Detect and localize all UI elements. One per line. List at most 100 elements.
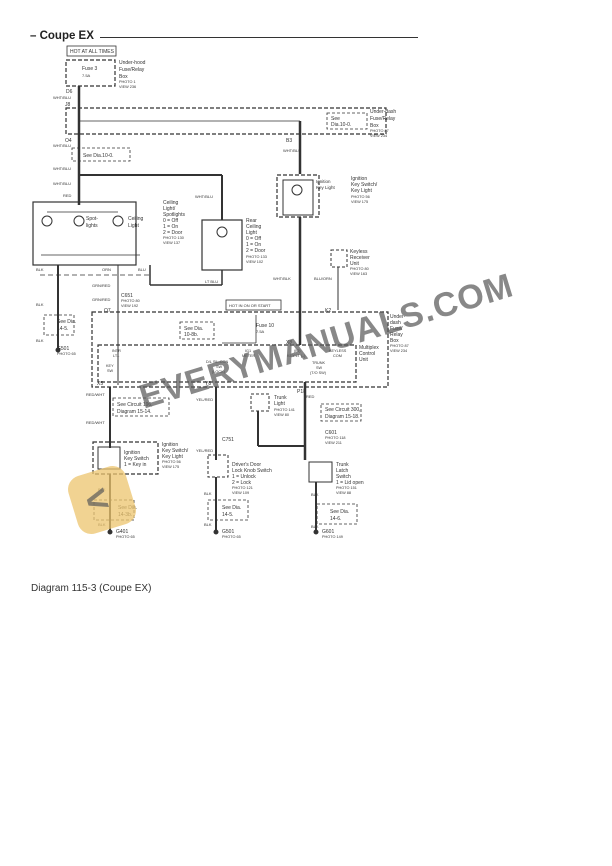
title-rule	[100, 37, 418, 38]
underhood-fuse-box	[65, 59, 116, 87]
svg-text:Fuse/Relay: Fuse/Relay	[370, 116, 396, 122]
svg-text:BLK: BLK	[204, 522, 212, 527]
svg-text:0 = Off: 0 = Off	[163, 218, 179, 224]
svg-text:SW: SW	[316, 366, 323, 370]
svg-text:PHOTO 56: PHOTO 56	[351, 195, 370, 199]
svg-text:PHOTO 121: PHOTO 121	[232, 486, 253, 490]
svg-text:WHT/BLU: WHT/BLU	[53, 166, 71, 171]
svg-text:Unit: Unit	[359, 357, 369, 363]
svg-text:Under-hood: Under-hood	[119, 60, 146, 66]
svg-text:See Circuit 300,: See Circuit 300,	[325, 407, 361, 413]
svg-text:INTR: INTR	[112, 349, 121, 353]
svg-text:Spot-: Spot-	[86, 216, 98, 222]
svg-text:RED: RED	[306, 394, 315, 399]
svg-text:LT–: LT–	[113, 354, 120, 358]
svg-text:VIEW 236: VIEW 236	[119, 85, 136, 89]
svg-text:VIEW 175: VIEW 175	[351, 200, 368, 204]
svg-text:14-5.: 14-5.	[222, 512, 233, 518]
svg-text:See Circuit 196,: See Circuit 196,	[117, 402, 153, 408]
svg-text:Receiver: Receiver	[350, 255, 370, 261]
svg-text:Y8: Y8	[205, 381, 211, 387]
svg-text:Ignition: Ignition	[351, 176, 367, 182]
svg-text:G401: G401	[116, 529, 128, 535]
svg-text:VIEW 80: VIEW 80	[274, 413, 289, 417]
svg-text:Light/: Light/	[163, 206, 176, 212]
svg-text:D6: D6	[66, 89, 73, 95]
svg-text:See Dia.10-0.: See Dia.10-0.	[83, 153, 114, 159]
svg-text:D/L SIL-CON: D/L SIL-CON	[206, 360, 228, 364]
svg-text:BLK: BLK	[36, 338, 44, 343]
svg-text:PHOTO 130: PHOTO 130	[163, 236, 184, 240]
svg-text:VIEW 234: VIEW 234	[370, 134, 387, 138]
svg-text:O4: O4	[65, 138, 72, 144]
svg-text:PHOTO 87: PHOTO 87	[390, 344, 409, 348]
svg-text:PHOTO 149: PHOTO 149	[322, 535, 343, 539]
svg-text:7.5A: 7.5A	[256, 329, 265, 334]
svg-text:PHOTO 80: PHOTO 80	[350, 267, 369, 271]
svg-text:KEY LT (–): KEY LT (–)	[287, 354, 306, 358]
svg-text:Fuse/Relay: Fuse/Relay	[119, 67, 145, 73]
svg-text:ORN: ORN	[102, 267, 111, 272]
svg-text:VIEW 163: VIEW 163	[350, 272, 367, 276]
svg-text:Ignition: Ignition	[162, 442, 178, 448]
svg-text:BLK: BLK	[36, 267, 44, 272]
svg-text:Box: Box	[119, 74, 128, 80]
svg-text:PHOTO 141: PHOTO 141	[274, 408, 295, 412]
svg-text:Driver's Door: Driver's Door	[232, 462, 261, 468]
svg-text:RED: RED	[63, 193, 72, 198]
svg-text:B3: B3	[286, 138, 292, 144]
svg-text:dash: dash	[390, 320, 401, 326]
svg-text:Fuse/: Fuse/	[390, 326, 403, 332]
svg-text:Diagram 15-14.: Diagram 15-14.	[117, 409, 151, 415]
svg-text:C751: C751	[222, 437, 234, 443]
svg-text:PHOTO 118: PHOTO 118	[325, 436, 346, 440]
svg-text:Key Switch/: Key Switch/	[351, 182, 378, 188]
svg-text:See Dia.: See Dia.	[222, 505, 241, 511]
svg-text:Diagram 15-18.: Diagram 15-18.	[325, 414, 359, 420]
svg-text:7.5A: 7.5A	[82, 73, 91, 78]
svg-text:BLK: BLK	[311, 524, 319, 529]
svg-text:(IG): (IG)	[294, 349, 301, 353]
svg-text:Multiplex: Multiplex	[359, 345, 379, 351]
svg-text:VIEW 234: VIEW 234	[390, 349, 407, 353]
svg-text:Dia.10-0.: Dia.10-0.	[331, 122, 351, 128]
svg-text:PHOTO 1: PHOTO 1	[119, 80, 136, 84]
svg-text:1 = Unlock: 1 = Unlock	[232, 474, 256, 480]
svg-text:2 = Door: 2 = Door	[163, 230, 183, 236]
svg-text:METER: METER	[242, 354, 256, 358]
svg-text:P18: P18	[297, 389, 306, 395]
hot-at-all-times-box	[66, 45, 117, 57]
page-title: – Coupe EX	[30, 30, 94, 42]
svg-text:PHOTO 65: PHOTO 65	[116, 535, 135, 539]
svg-text:2 = Lock: 2 = Lock	[232, 480, 252, 486]
svg-text:C601: C601	[325, 430, 337, 436]
svg-text:C651: C651	[121, 293, 133, 299]
svg-text:K2: K2	[325, 308, 331, 314]
svg-text:YEL/RED: YEL/RED	[196, 448, 213, 453]
svg-text:Unit: Unit	[350, 261, 360, 267]
svg-text:GRN/RED: GRN/RED	[92, 283, 111, 288]
svg-text:(T/O SW): (T/O SW)	[310, 371, 327, 375]
svg-text:IG1: IG1	[245, 349, 251, 353]
svg-text:2 = Door: 2 = Door	[246, 248, 266, 254]
svg-text:BLK: BLK	[36, 302, 44, 307]
svg-text:1 = On: 1 = On	[163, 224, 178, 230]
svg-text:Ignition: Ignition	[316, 179, 331, 184]
svg-text:WHT/BLU: WHT/BLU	[53, 181, 71, 186]
svg-text:GRN/RED: GRN/RED	[92, 297, 111, 302]
svg-text:Under-dash: Under-dash	[370, 109, 396, 115]
svg-text:Under-: Under-	[390, 314, 406, 320]
svg-text:VIEW 192: VIEW 192	[121, 304, 138, 308]
svg-text:Control: Control	[359, 351, 375, 357]
svg-text:X5: X5	[97, 381, 103, 387]
svg-text:lights: lights	[86, 223, 98, 229]
svg-text:Fuse 3: Fuse 3	[82, 66, 98, 72]
svg-text:Key Light: Key Light	[351, 188, 372, 194]
svg-text:SW: SW	[216, 365, 223, 369]
svg-text:KEYLESS: KEYLESS	[329, 349, 347, 353]
svg-text:Light: Light	[246, 230, 257, 236]
svg-text:G501: G501	[57, 346, 69, 352]
svg-text:Ignition: Ignition	[124, 450, 140, 456]
svg-text:WHT/BLU: WHT/BLU	[195, 194, 213, 199]
svg-text:BLK: BLK	[311, 492, 319, 497]
